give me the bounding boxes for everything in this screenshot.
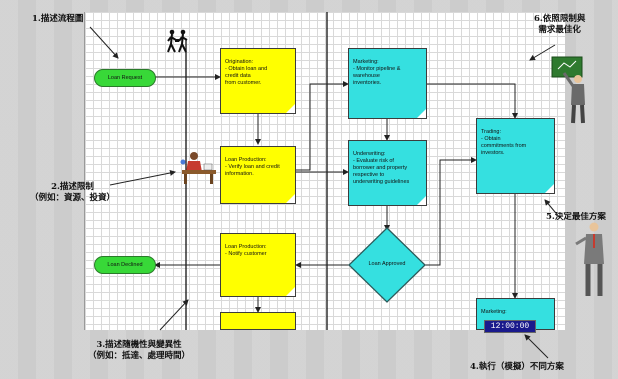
loan-production-verify-box: Loan Production: - Verify loan and credi… <box>220 146 296 204</box>
presenter-at-board-icon <box>551 56 585 124</box>
trading-box: Trading: - Obtain commitments from inves… <box>476 118 555 194</box>
loan-production-notify-box: Loan Production: - Notify customer <box>220 233 296 297</box>
loan-production-verify-text: Loan Production: - Verify loan and credi… <box>225 157 280 177</box>
origination-box: Origination: - Obtain loan and credit da… <box>220 48 296 114</box>
trading-text: Trading: - Obtain commitments from inves… <box>481 129 527 156</box>
page-fold <box>286 287 295 296</box>
marketing-monitor-text: Marketing: - Monitor pipeline & warehous… <box>353 59 401 86</box>
origination-text: Origination: - Obtain loan and credit da… <box>225 59 268 86</box>
page-fold <box>286 104 295 113</box>
marketing-bottom-text: Marketing: <box>481 309 507 315</box>
loan-request-terminal: Loan Request <box>94 69 156 87</box>
annotation-describe-constraints: 2.描述限制 （例如：資源、投資） <box>30 182 116 203</box>
page-fold <box>545 184 554 193</box>
page-fold <box>417 109 426 118</box>
page-fold <box>417 196 426 205</box>
simulation-clock: 12:00:00 <box>484 320 536 333</box>
loan-production-notify-text: Loan Production: - Notify customer <box>225 244 267 257</box>
businessman-icon <box>575 222 604 296</box>
loan-approved-diamond <box>348 227 426 303</box>
annotation-decide-best: 5.決定最佳方案 <box>546 212 606 222</box>
marketing-monitor-box: Marketing: - Monitor pipeline & warehous… <box>348 48 427 119</box>
walking-people-icon <box>167 29 188 53</box>
underwriting-text: Underwriting: - Evaluate risk of borrowe… <box>353 151 410 185</box>
page-fold <box>286 194 295 203</box>
annotation-describe-randomness: 3.描述隨機性與變異性 （例如：抵達、處理時間） <box>88 340 191 361</box>
loan-approved-label: Loan Approved <box>368 261 406 267</box>
annotation-execute-scenarios: 4.執行（模擬）不同方案 <box>470 362 564 372</box>
loan-declined-terminal: Loan Declined <box>94 256 156 274</box>
person-at-desk-icon <box>180 152 216 184</box>
next-task-box <box>220 312 296 330</box>
underwriting-box: Underwriting: - Evaluate risk of borrowe… <box>348 140 427 206</box>
annotation-describe-flow: 1.描述流程圖 <box>32 14 84 24</box>
annotation-optimize: 6.依照限制與 需求最佳化 <box>534 14 586 35</box>
